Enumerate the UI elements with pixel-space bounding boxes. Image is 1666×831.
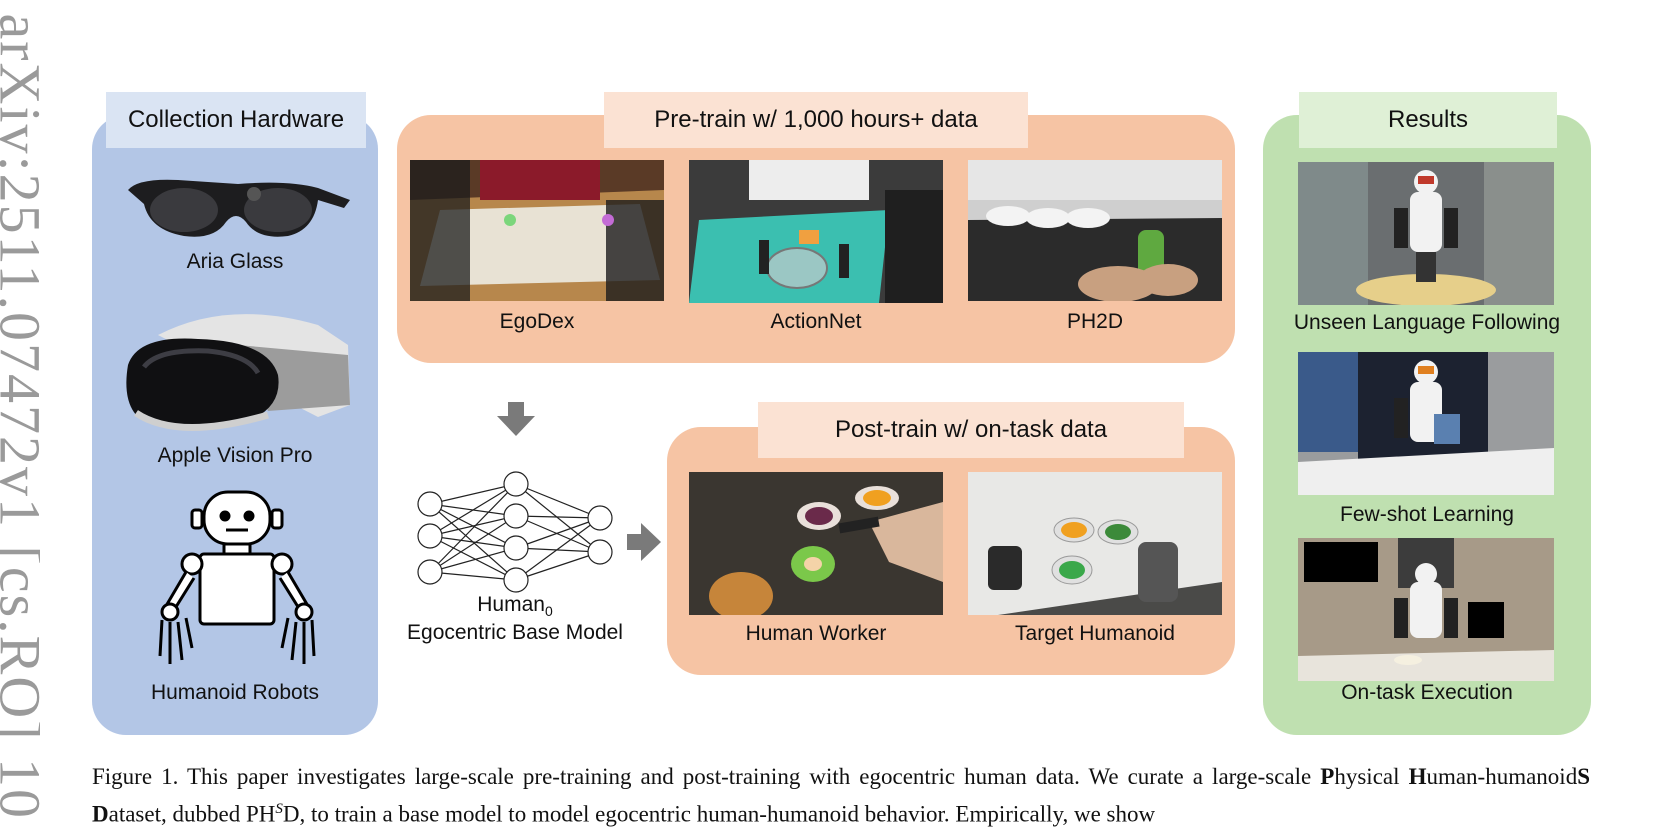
humanoid-robot-icon: [152, 488, 322, 678]
hardware-title-text: Collection Hardware: [127, 106, 345, 133]
aria-glass-image: [118, 170, 354, 250]
caption-bold-s: S: [1577, 764, 1590, 789]
model-name-text: Human: [477, 593, 545, 616]
unseen-language-photo: [1298, 162, 1554, 305]
caption-hysical: hysical: [1334, 764, 1400, 789]
caption-bold-d: D: [92, 801, 109, 827]
arxiv-margin-text: arXiv:2511.07472v1 [cs.RO] 10 Nov 2025: [0, 13, 40, 819]
pretrain-label-egodex: EgoDex: [499, 310, 575, 333]
human-worker-photo: [689, 472, 943, 615]
caption-sup-s: S: [275, 801, 283, 817]
model-name-subscript: 0: [544, 603, 553, 620]
posttrain-title-text: Post-train w/ on-task data: [834, 416, 1108, 443]
model-name: Human0: [400, 593, 630, 619]
target-humanoid-photo: [968, 472, 1222, 615]
hardware-label-vision-pro: Apple Vision Pro: [157, 444, 313, 467]
hardware-label-robots: Humanoid Robots: [150, 681, 320, 704]
caption-line2: D, to train a base model to model egocen…: [282, 801, 1156, 827]
results-title-text: Results: [1387, 106, 1469, 133]
posttrain-title: Post-train w/ on-task data: [758, 402, 1184, 458]
on-task-photo: [1298, 538, 1554, 681]
caption-uman: uman-humanoid: [1426, 764, 1578, 789]
right-arrow-icon: [627, 523, 661, 561]
posttrain-label-human-worker: Human Worker: [745, 622, 887, 645]
model-subtitle: Egocentric Base Model: [407, 621, 623, 644]
caption-figure-label: Figure 1.: [92, 764, 179, 789]
caption-ataset: ataset, dubbed PH: [108, 801, 276, 827]
down-arrow-icon: [497, 402, 535, 436]
pretrain-title: Pre-train w/ 1,000 hours+ data: [604, 92, 1028, 148]
pretrain-label-ph2d: PH2D: [1066, 310, 1124, 333]
results-title: Results: [1299, 92, 1557, 148]
actionnet-photo: [689, 160, 943, 303]
caption-line1: This paper investigates large-scale pre-…: [187, 764, 1312, 789]
arxiv-margin-stamp: arXiv:2511.07472v1 [cs.RO] 10 Nov 2025: [0, 0, 40, 819]
vision-pro-image: [118, 305, 354, 445]
hardware-label-aria: Aria Glass: [186, 250, 284, 273]
results-label-few-shot: Few-shot Learning: [1340, 503, 1514, 526]
caption-bold-h: H: [1408, 764, 1427, 789]
results-label-on-task: On-task Execution: [1341, 681, 1513, 704]
posttrain-label-target-humanoid: Target Humanoid: [1015, 622, 1175, 645]
ph2d-photo: [968, 160, 1222, 301]
figure-caption: Figure 1. This paper investigates large-…: [92, 760, 1590, 831]
neural-network-icon: [410, 468, 620, 596]
pretrain-title-text: Pre-train w/ 1,000 hours+ data: [654, 106, 978, 133]
caption-bold-p: P: [1320, 764, 1335, 789]
few-shot-photo: [1298, 352, 1554, 495]
egodex-photo: [410, 160, 664, 301]
results-label-unseen: Unseen Language Following: [1293, 311, 1561, 334]
pretrain-label-actionnet: ActionNet: [770, 310, 862, 333]
hardware-title: Collection Hardware: [106, 92, 366, 148]
